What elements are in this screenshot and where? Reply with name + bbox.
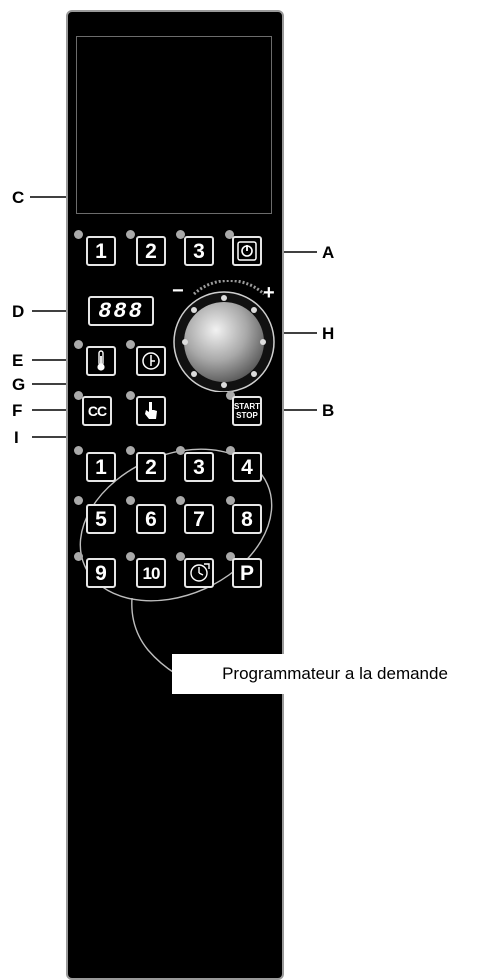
delayed-start-button[interactable]	[184, 558, 214, 588]
cleaning-cycle-button[interactable]: CC	[82, 396, 112, 426]
probe-hand-icon	[145, 402, 157, 419]
dial-minus-label: −	[172, 280, 184, 302]
callout-e: E	[12, 351, 24, 370]
indicator-led	[126, 446, 135, 455]
program-key-10[interactable]: 10	[136, 558, 166, 588]
callout-d: D	[12, 302, 25, 321]
indicator-led	[126, 391, 135, 400]
temperature-button[interactable]	[86, 346, 116, 376]
start-label: START	[233, 402, 261, 411]
digital-display: 888	[88, 296, 154, 326]
indicator-led	[126, 230, 135, 239]
power-icon	[237, 241, 257, 261]
callout-i: I	[14, 428, 19, 447]
callout-h: H	[322, 324, 335, 343]
program-key-1[interactable]: 1	[86, 452, 116, 482]
indicator-led	[74, 340, 83, 349]
indicator-led	[226, 496, 235, 505]
indicator-led	[74, 230, 83, 239]
callout-g: G	[12, 375, 26, 394]
indicator-led	[225, 230, 234, 239]
program-1-button[interactable]: 1	[86, 236, 116, 266]
indicator-led	[126, 340, 135, 349]
program-key-5[interactable]: 5	[86, 504, 116, 534]
indicator-led	[74, 391, 83, 400]
program-key-p[interactable]: P	[232, 558, 262, 588]
dial-plus-label: +	[263, 282, 275, 304]
indicator-led	[226, 446, 235, 455]
program-key-3[interactable]: 3	[184, 452, 214, 482]
program-3-button[interactable]: 3	[184, 236, 214, 266]
control-dial[interactable]	[166, 280, 284, 392]
program-key-6[interactable]: 6	[136, 504, 166, 534]
indicator-led	[126, 552, 135, 561]
program-key-8[interactable]: 8	[232, 504, 262, 534]
indicator-led	[176, 446, 185, 455]
program-key-2[interactable]: 2	[136, 452, 166, 482]
indicator-led	[226, 552, 235, 561]
delayed-start-clock-icon	[190, 563, 210, 582]
indicator-led	[226, 391, 235, 400]
callout-f: F	[12, 401, 23, 420]
thermometer-icon	[97, 350, 105, 371]
indicator-led	[176, 552, 185, 561]
indicator-led	[126, 496, 135, 505]
program-key-7[interactable]: 7	[184, 504, 214, 534]
core-probe-button[interactable]	[136, 396, 166, 426]
indicator-led	[74, 446, 83, 455]
indicator-led	[176, 230, 185, 239]
screen-window	[76, 36, 272, 214]
program-key-9[interactable]: 9	[86, 558, 116, 588]
indicator-led	[74, 496, 83, 505]
start-stop-button[interactable]: START STOP	[232, 396, 262, 426]
callout-b: B	[322, 401, 335, 420]
clock-icon	[142, 352, 160, 370]
stop-label: STOP	[236, 411, 258, 420]
program-area-caption: Programmateur a la demande	[172, 654, 498, 694]
indicator-led	[74, 552, 83, 561]
indicator-led	[176, 496, 185, 505]
callout-a: A	[322, 243, 335, 262]
power-button[interactable]	[232, 236, 262, 266]
program-2-button[interactable]: 2	[136, 236, 166, 266]
program-key-4[interactable]: 4	[232, 452, 262, 482]
timer-button[interactable]	[136, 346, 166, 376]
callout-c: C	[12, 188, 25, 207]
